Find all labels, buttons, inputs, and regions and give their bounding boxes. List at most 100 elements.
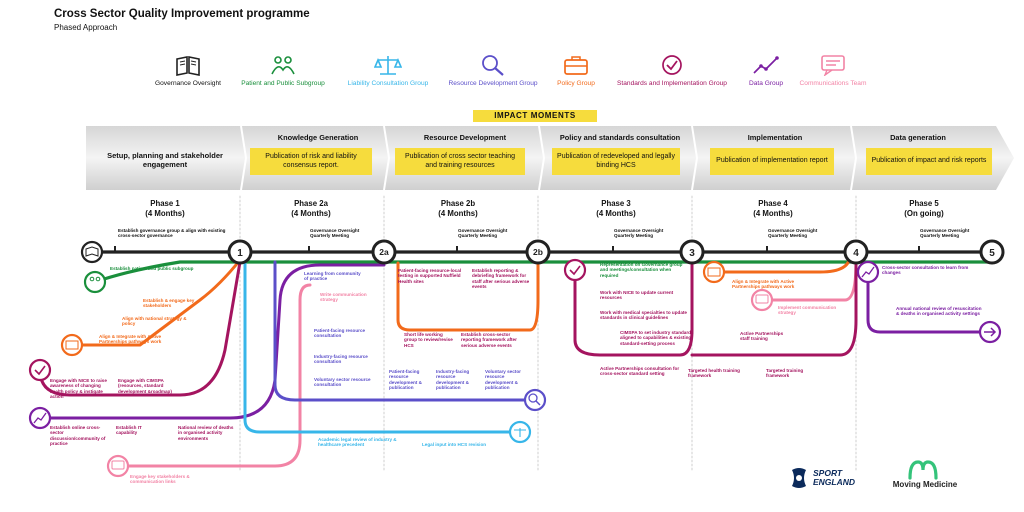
- phase-name: Phase 2b: [440, 199, 476, 208]
- activity-pol-align-active: Align & Integrate with Active Partnershi…: [99, 334, 162, 345]
- activity-patient-dev: Patient-facing resource development & pu…: [389, 369, 422, 391]
- phase-name: Phase 3: [601, 199, 631, 208]
- legend-label: Standards and Implementation Group: [617, 80, 727, 87]
- checkmark-icon: [662, 55, 682, 75]
- phase-2a: Phase 2a(4 Months): [256, 199, 366, 219]
- activity-debrief: Establish reporting & debriefing framewo…: [472, 268, 530, 290]
- search-icon: [482, 55, 504, 76]
- legend-governance: Governance Oversight: [133, 54, 243, 87]
- page-subtitle: Phased Approach: [54, 23, 118, 32]
- activity-learning: Learning from community of practice: [304, 271, 361, 282]
- activity-representation: Representation on Governance group and m…: [600, 262, 683, 278]
- phase-3: Phase 3(4 Months): [561, 199, 671, 219]
- legend-label: Communications Team: [799, 80, 867, 87]
- legend-label: Patient and Public Subgroup: [241, 80, 325, 87]
- publication-resource: Publication of cross sector teaching and…: [395, 148, 525, 175]
- stage-setup: Setup, planning and stakeholder engageme…: [107, 151, 223, 169]
- message-icon: [821, 55, 845, 76]
- phase-4: Phase 4(4 Months): [718, 199, 828, 219]
- phase-name: Phase 5: [909, 199, 939, 208]
- legend-label: Policy Group: [557, 80, 595, 87]
- publication-policy: Publication of redeveloped and legally b…: [552, 148, 680, 175]
- phase-duration: (4 Months): [753, 209, 793, 218]
- legend-liability: Liability Consultation Group: [333, 54, 443, 87]
- activity-comms-engage: Engage key stakeholders & communication …: [130, 474, 190, 485]
- policy-line-4: [716, 253, 852, 274]
- activity-voluntary: Voluntary sector resource consultation: [314, 377, 371, 388]
- activity-medical: Work with medical specialties to update …: [600, 310, 687, 321]
- activity-data-review: National review of deaths in organised a…: [178, 425, 234, 441]
- publication-knowledge: Publication of risk and liability consen…: [250, 148, 372, 175]
- activity-gov-establish: Establish governance group & align with …: [118, 228, 226, 239]
- legend-data: Data Group: [711, 54, 821, 87]
- phase-name: Phase 1: [150, 199, 180, 208]
- search-icon: [523, 388, 547, 412]
- scales-icon: [508, 420, 532, 444]
- activity-align-active-4: Align & Integrate with Active Partnershi…: [732, 279, 795, 290]
- activity-annual-review: Annual national review of resuscitation …: [896, 306, 982, 317]
- checkmark-icon: [28, 358, 52, 382]
- legend-resource: Resource Development Group: [438, 54, 548, 87]
- activity-cross-sector-report: Establish cross-sector reporting framewo…: [461, 332, 517, 348]
- phase-duration: (4 Months): [438, 209, 478, 218]
- activity-cimspa-set: CIMSPA to set industry standards aligned…: [620, 330, 694, 346]
- activity-data-online: Establish online cross-sector discussion…: [50, 425, 106, 447]
- moving-medicine-mark-icon: [908, 460, 938, 480]
- legend-standards: Standards and Implementation Group: [617, 54, 727, 87]
- impact-moments-label: IMPACT MOMENTS: [473, 110, 597, 122]
- phase-nodes: 1 2a 2b 3 4 5: [227, 239, 1005, 265]
- activity-patient-testing: Patient-facing resource-local testing in…: [398, 268, 462, 284]
- activity-active-consult: Active Partnerships consultation for cro…: [600, 366, 680, 377]
- activity-active-staff: Active Partnerships staff training: [740, 331, 784, 342]
- activity-nice-update: Work with NICE to update current resourc…: [600, 290, 674, 301]
- activity-write-comms: Write communication strategy: [320, 292, 367, 303]
- activity-gov-meeting-3: Governance Oversight Quarterly Meeting: [614, 228, 664, 239]
- activity-targeted-health: Targeted health training framework: [688, 368, 740, 379]
- activity-industry-facing: Industry-facing resource consultation: [314, 354, 368, 365]
- legend-label: Governance Oversight: [155, 80, 221, 87]
- activity-std-nice: Engage with NICE to raise awareness of c…: [50, 378, 107, 400]
- stage-resource: Resource Development: [423, 133, 507, 142]
- phase-duration: (4 Months): [291, 209, 331, 218]
- activity-patient-facing: Patient-facing resource consultation: [314, 328, 366, 339]
- stage-implementation: Implementation: [747, 133, 803, 142]
- data-line-5: [866, 270, 987, 334]
- book-icon: [176, 56, 200, 76]
- activity-pol-align: Align with national strategy & policy: [122, 316, 187, 327]
- node-2b-label: 2b: [533, 247, 543, 257]
- stage-knowledge: Knowledge Generation: [277, 133, 359, 142]
- activity-implement-comms: Implement communication strategy: [778, 305, 837, 316]
- legend-patient: Patient and Public Subgroup: [228, 54, 338, 87]
- standards-line-setup: [38, 260, 242, 397]
- stage-policy: Policy and standards consultation: [559, 133, 681, 142]
- phase-duration: (4 Months): [596, 209, 636, 218]
- activity-legal-input: Legal input into HCS revision: [422, 442, 487, 447]
- node-1-label: 1: [237, 248, 243, 259]
- moving-medicine-logo: Moving Medicine: [880, 458, 970, 494]
- node-3-label: 3: [689, 248, 695, 259]
- activity-industry-dev: Industry-facing resource development & p…: [436, 369, 470, 391]
- node-2a-label: 2a: [379, 247, 389, 257]
- stop-markers: [114, 246, 920, 252]
- activity-academic-review: Academic legal review of industry & heal…: [318, 437, 397, 448]
- stage-data: Data generation: [890, 133, 946, 142]
- publication-implementation: Publication of implementation report: [710, 148, 834, 175]
- publication-data: Publication of impact and risk reports: [866, 148, 992, 175]
- trend-chart-icon: [28, 406, 52, 430]
- phase-2b: Phase 2b(4 Months): [403, 199, 513, 219]
- phase-name: Phase 2a: [294, 199, 328, 208]
- sport-england-logo: SPORT ENGLAND: [788, 466, 868, 492]
- scales-icon: [374, 56, 402, 75]
- sport-england-mark-icon: [792, 468, 806, 488]
- patient-line: [93, 260, 997, 284]
- legend-communications: Communications Team: [778, 54, 888, 87]
- legend-policy: Policy Group: [521, 54, 631, 87]
- activity-pp-establish: Establish patient and public subgroup: [110, 266, 194, 271]
- message-icon: [750, 288, 774, 312]
- sport-england-text: SPORT ENGLAND: [813, 468, 856, 487]
- legend-label: Liability Consultation Group: [347, 80, 429, 87]
- activity-data-it: Establish IT capability: [116, 425, 142, 436]
- legend-label: Data Group: [748, 80, 784, 87]
- activity-targeted-training: Targeted training framework: [766, 368, 804, 379]
- activity-std-cimspa: Engage with CIMSPA (resources, standard …: [118, 378, 172, 394]
